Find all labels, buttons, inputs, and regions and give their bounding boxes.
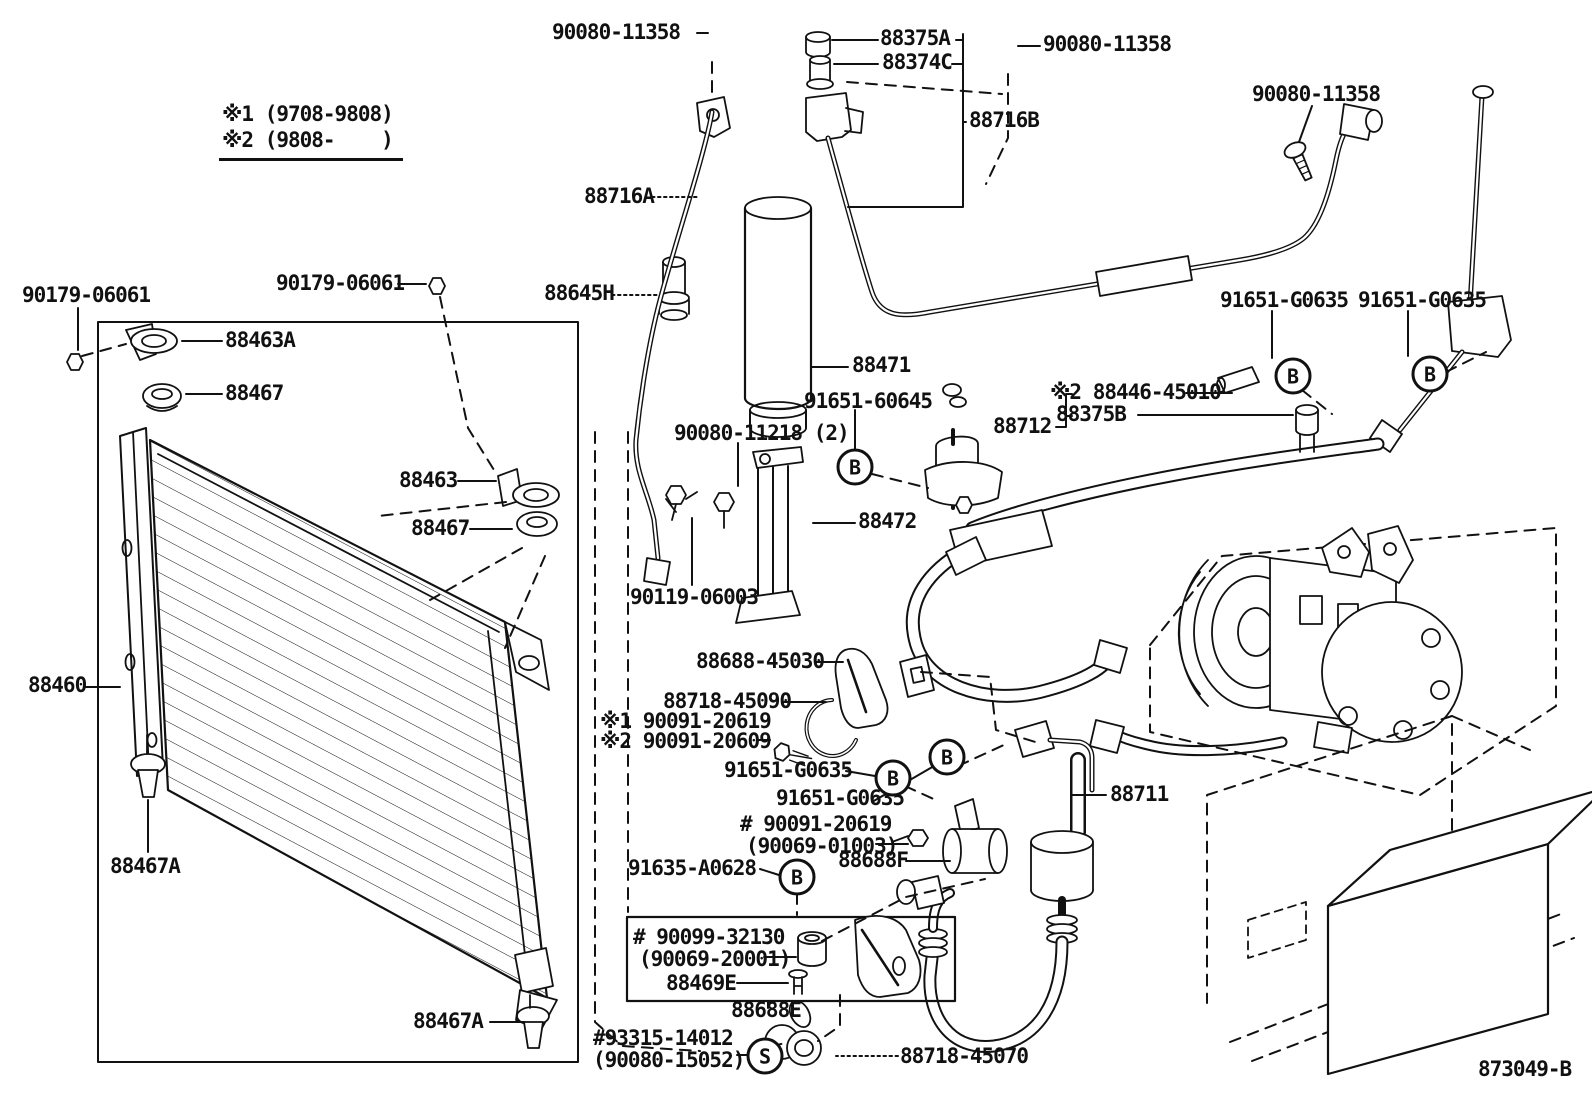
label-88645H: 88645H (544, 281, 615, 305)
parts-box-88469E (625, 915, 957, 1003)
label-88712: 88712 (993, 414, 1052, 438)
compressor (1149, 525, 1557, 796)
label-90091-20609-s2: ※2 90091-20609 (600, 729, 772, 753)
label-91651-G0635-c: 91651-G0635 (724, 758, 853, 782)
compressor-hose (905, 536, 1288, 757)
note-line-1: ※1 (9708-9808) (222, 102, 394, 126)
label-91651-G0635-b: 91651-G0635 (1358, 288, 1487, 312)
label-90080-15052: (90080-15052) (593, 1048, 745, 1072)
circled-b-symbol: B (836, 448, 874, 486)
label-88375B: 88375B (1056, 402, 1127, 426)
label-88446-45010: ※2 88446-45010 (1050, 380, 1222, 404)
label-90080-11358-b: 90080-11358 (1043, 32, 1172, 56)
circled-b-symbol: B (778, 858, 816, 896)
label-88463A: 88463A (225, 328, 296, 352)
condenser-assembly (66, 277, 579, 1063)
label-90080-11358-c: 90080-11358 (1252, 82, 1381, 106)
label-88469E: 88469E (666, 971, 737, 995)
label-88467-b: 88467 (411, 516, 470, 540)
label-90069-01003: (90069-01003) (746, 834, 898, 858)
label-88688E: 88688E (731, 998, 802, 1022)
drawing-number: 873049-B (1478, 1057, 1572, 1081)
label-90099-32130: # 90099-32130 (633, 925, 785, 949)
label-90119-06003: 90119-06003 (630, 585, 759, 609)
label-88718-45090: 88718-45090 (663, 689, 792, 713)
label-88374C: 88374C (882, 50, 953, 74)
label-90080-11358-a: 90080-11358 (552, 20, 681, 44)
label-91651-G0635-d: 91651-G0635 (776, 786, 905, 810)
circled-b-symbol: B (928, 738, 966, 776)
label-90179-06061-a: 90179-06061 (22, 283, 151, 307)
label-88711: 88711 (1110, 782, 1169, 806)
note-line-2: ※2 (9808- ) (222, 127, 394, 152)
line-88711-assembly (1014, 720, 1095, 944)
label-91635-A0628: 91635-A0628 (628, 856, 757, 880)
circled-b-symbol: B (1274, 357, 1312, 395)
label-90080-11218: 90080-11218 (2) (674, 421, 850, 445)
label-88688F: 88688F (838, 848, 909, 872)
damper-88712 (924, 383, 1003, 514)
label-88716B: 88716B (969, 108, 1040, 132)
label-88375A: 88375A (880, 26, 951, 50)
label-88460: 88460 (28, 673, 87, 697)
receiver-drier (658, 31, 864, 624)
label-88716A: 88716A (584, 184, 655, 208)
suction-pipe-right (949, 85, 1512, 567)
circled-b-symbol: B (874, 759, 912, 797)
production-period-note: ※1 (9708-9808)※2 (9808- ) (219, 102, 403, 162)
discharge-pipe-88716B (825, 103, 1383, 318)
label-90179-06061-b: 90179-06061 (276, 271, 405, 295)
label-88471: 88471 (852, 353, 911, 377)
label-88467A-a: 88467A (110, 854, 181, 878)
label-88463: 88463 (399, 468, 458, 492)
leader-lines (77, 32, 1409, 1057)
label-90069-20001: (90069-20001) (639, 947, 791, 971)
label-91651-G0635-a: 91651-G0635 (1220, 288, 1349, 312)
label-88467-a: 88467 (225, 381, 284, 405)
label-93315-14012: #93315-14012 (593, 1026, 734, 1050)
label-90091-20619-num: # 90091-20619 (740, 812, 892, 836)
label-88467A-b: 88467A (413, 1009, 484, 1033)
label-90091-20619-s1: ※1 90091-20619 (600, 709, 772, 733)
label-88688-45030: 88688-45030 (696, 649, 825, 673)
liquid-pipe-88716A (633, 109, 715, 586)
circled-b-symbol: B (1411, 355, 1449, 393)
circled-s-symbol: S (746, 1037, 784, 1075)
label-88718-45070: 88718-45070 (900, 1044, 1029, 1068)
bracket-88688-45030 (773, 647, 935, 767)
suction-hose-88688E (896, 875, 1069, 1053)
label-91651-60645: 91651-60645 (804, 389, 933, 413)
hvac-unit-boxes (1206, 715, 1592, 1076)
label-88472: 88472 (858, 509, 917, 533)
